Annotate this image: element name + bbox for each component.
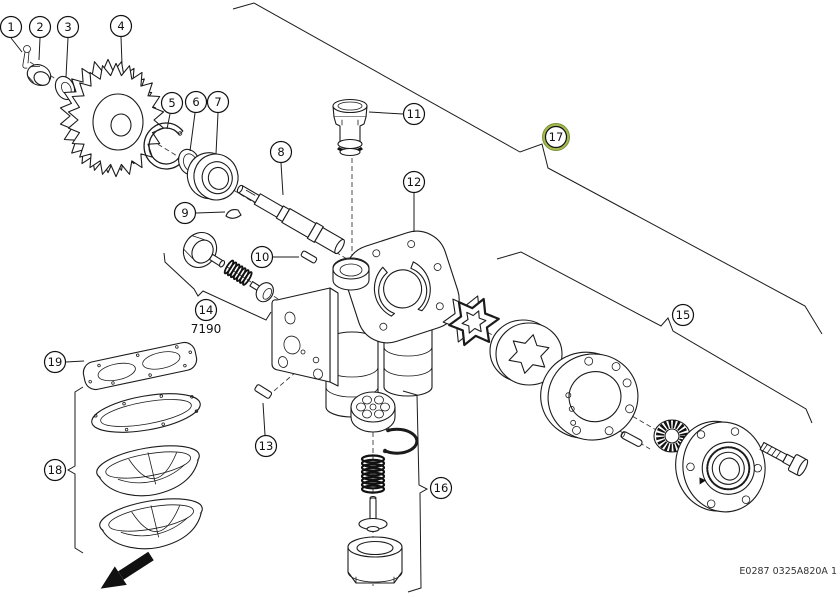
drawing-code-label: E0287 0325A820A 1 — [739, 566, 837, 577]
end-cover-part — [675, 420, 766, 513]
svg-text:1: 1 — [7, 20, 14, 34]
callout-16[interactable]: 16 — [429, 476, 453, 500]
svg-text:2: 2 — [36, 20, 43, 34]
stack-spring-part — [360, 454, 386, 494]
svg-text:17: 17 — [549, 130, 564, 144]
relief-valve-group — [182, 231, 274, 303]
callout-7[interactable]: 7 — [206, 90, 230, 114]
callout-6[interactable]: 6 — [184, 90, 208, 114]
pump-housing — [271, 230, 460, 418]
hex-bolt-part — [759, 441, 809, 477]
svg-text:5: 5 — [168, 96, 175, 110]
callout-12[interactable]: 12 — [402, 170, 426, 194]
group-bracket-lines — [66, 2, 823, 593]
bushing-part — [26, 64, 52, 86]
rotor-plate-part — [350, 391, 396, 433]
callout-1[interactable]: 1 — [0, 15, 23, 39]
strainer-pan-2 — [99, 498, 203, 550]
callout-17[interactable]: 17 — [542, 123, 570, 151]
outer-rotor-part — [489, 319, 563, 386]
cover-pin-part — [620, 431, 643, 447]
svg-text:6: 6 — [192, 95, 199, 109]
callout-13[interactable]: 13 — [254, 434, 278, 458]
callout-3[interactable]: 3 — [56, 15, 80, 39]
dowel-pin-part — [300, 250, 318, 264]
hex-cap-part — [347, 536, 403, 584]
valve-spring — [223, 259, 253, 286]
callout-8[interactable]: 8 — [269, 140, 293, 164]
roll-pin-part — [254, 384, 273, 399]
svg-text:18: 18 — [48, 463, 63, 477]
group-number-label: 7190 — [191, 322, 222, 336]
cotter-pin-part — [22, 45, 31, 69]
bracket-14 — [163, 252, 272, 321]
callout-11[interactable]: 11 — [402, 102, 426, 126]
svg-text:4: 4 — [117, 19, 124, 33]
callout-10[interactable]: 10 — [250, 245, 274, 269]
cover-gasket-part — [82, 341, 198, 391]
circlip-part — [382, 427, 419, 455]
svg-text:9: 9 — [181, 206, 188, 220]
callout-19[interactable]: 19 — [43, 350, 67, 374]
callout-4[interactable]: 4 — [109, 14, 133, 38]
bracket-15 — [496, 251, 813, 424]
housing-face — [344, 230, 460, 344]
svg-text:13: 13 — [259, 439, 274, 453]
svg-text:16: 16 — [434, 481, 449, 495]
housing-shaft-collar — [332, 257, 370, 291]
callout-9[interactable]: 9 — [173, 201, 197, 225]
callout-5[interactable]: 5 — [160, 91, 184, 115]
leader-lines — [10, 36, 415, 436]
valve-poppet — [249, 281, 274, 303]
drive-gear-part — [59, 58, 165, 178]
svg-text:15: 15 — [676, 308, 691, 322]
svg-text:3: 3 — [64, 20, 71, 34]
callout-2[interactable]: 2 — [28, 15, 52, 39]
callout-14[interactable]: 14 — [194, 298, 218, 322]
pump-shaft-part — [236, 184, 345, 255]
svg-text:19: 19 — [48, 355, 63, 369]
svg-text:12: 12 — [407, 175, 422, 189]
pump-cover-plate — [540, 351, 639, 441]
ball-bearing-part — [186, 152, 239, 201]
svg-text:7: 7 — [214, 95, 221, 109]
bottom-valve-stack — [347, 391, 419, 584]
bracket-17 — [232, 2, 823, 335]
inner-rotor-part — [442, 295, 500, 347]
callout-15[interactable]: 15 — [671, 303, 695, 327]
snap-ring-part — [143, 122, 184, 170]
bracket-16 — [402, 390, 429, 593]
oval-gasket-part — [91, 393, 201, 433]
svg-text:8: 8 — [277, 145, 284, 159]
housing-mounting-plate — [271, 287, 339, 387]
callout-18[interactable]: 18 — [43, 458, 67, 482]
strainer-pan-1 — [96, 445, 200, 497]
svg-text:10: 10 — [255, 250, 270, 264]
bracket-18 — [66, 386, 84, 554]
svg-text:11: 11 — [407, 107, 422, 121]
filler-plug-part — [332, 98, 368, 157]
valve-stem-part — [358, 495, 388, 533]
svg-text:14: 14 — [199, 303, 214, 317]
direction-arrow — [100, 551, 154, 589]
woodruff-key-part — [225, 209, 242, 219]
